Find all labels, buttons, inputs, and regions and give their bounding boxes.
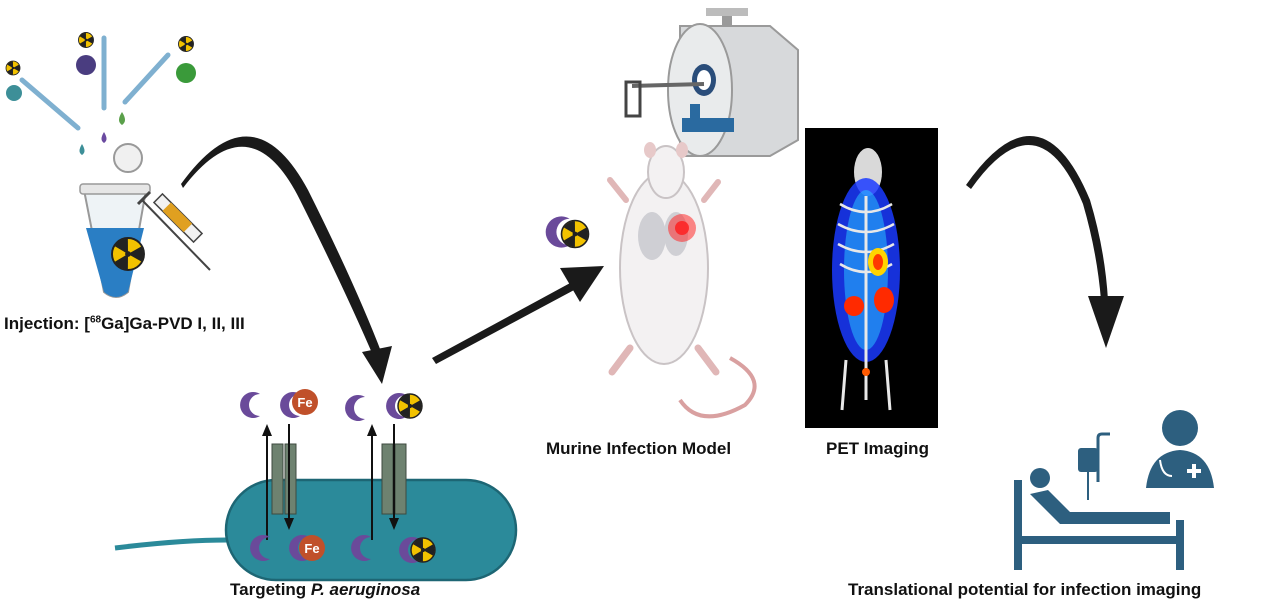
radiation-icon (397, 392, 423, 420)
pet-scanner-icon (624, 8, 799, 157)
arrow-injection-to-bacterium (181, 136, 392, 384)
siderophore-icon (240, 392, 260, 418)
translational-label: Translational potential for infection im… (848, 580, 1202, 599)
siderophores-outside: Fe (240, 389, 423, 421)
iron-label: Fe (304, 541, 319, 556)
tracer-icon (545, 216, 590, 250)
pet-imaging-label: PET Imaging (826, 439, 929, 458)
iv-drip-icon (1078, 432, 1110, 500)
siderophore-icon (345, 395, 365, 421)
murine-model-label: Murine Infection Model (546, 439, 732, 458)
arrow-bacterium-to-mouse (432, 266, 604, 364)
siderophores-inside: Fe (250, 535, 436, 564)
tube-icon (79, 143, 151, 298)
pipettes-group (5, 31, 196, 155)
patient-bed-icon (1014, 468, 1184, 570)
syringe-icon (136, 190, 211, 271)
arrow-pet-to-clinic (966, 136, 1124, 348)
iron-label: Fe (297, 395, 312, 410)
channel-left (271, 443, 297, 515)
mouse-icon (607, 142, 757, 419)
injection-label: Injection: [68Ga]Ga-PVD I, II, III (4, 314, 245, 333)
doctor-icon (1146, 410, 1214, 488)
radiation-icon (111, 236, 145, 272)
iron-icon: Fe (292, 389, 318, 415)
radiation-icon (560, 218, 590, 250)
iron-icon: Fe (299, 535, 325, 561)
targeting-label: Targeting P. aeruginosa (230, 580, 421, 599)
pet-image-icon (805, 128, 938, 428)
pipette-icon (122, 35, 196, 105)
pipette-icon (76, 31, 107, 111)
pipette-icon (5, 60, 81, 131)
radiation-icon (410, 536, 436, 564)
